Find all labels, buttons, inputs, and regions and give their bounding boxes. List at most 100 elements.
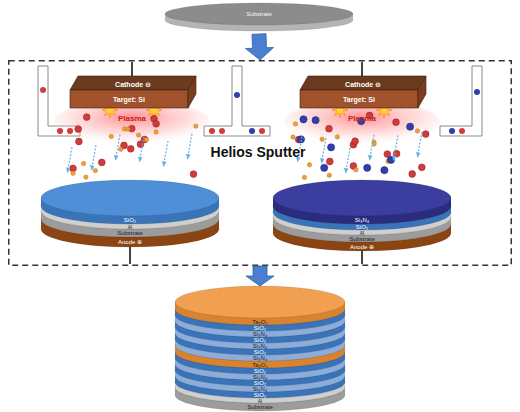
gas-particle [459, 128, 465, 134]
block-arrow [246, 34, 274, 60]
si-particle [320, 137, 324, 141]
si-particle [354, 168, 358, 172]
flux-arrow-head [138, 156, 143, 162]
ion-particle [422, 131, 429, 138]
si-particle [126, 127, 130, 131]
node-text: Target: Si [113, 96, 145, 103]
wafer-stack: SiO₂AlSubstrateAnode ⊕ [40, 180, 220, 250]
node-text: Si₃N₄ [253, 343, 268, 349]
cathode-side [188, 76, 196, 108]
si-particle [293, 122, 297, 126]
node-text: Target: Si [343, 96, 375, 103]
node-text: SiO₂ [254, 325, 266, 331]
gas-particle [449, 128, 455, 134]
node-text: SiO₂ [254, 380, 266, 386]
gas-particle [219, 128, 225, 134]
multilayer-stack: Ta₂O₅SiO₂Si₃N₄SiO₂Si₃N₄SiO₂Si₃N₄Ta₂O₅SiO… [174, 286, 346, 408]
cathode-rod [131, 62, 133, 78]
node-text: Anode ⊕ [350, 244, 374, 250]
cathode-side [418, 76, 426, 108]
flux-arrow-head [90, 165, 95, 171]
substrate-disk: Substrate [164, 2, 354, 34]
cathode-rod [361, 62, 363, 78]
sputter-chamber-frame: Helios Sputter Cathode ⊖ Target: Si SiO₂AlS… [8, 60, 512, 266]
si-particle [109, 134, 113, 138]
node-text: Anode ⊕ [118, 239, 142, 245]
flux-arrow [140, 136, 144, 158]
flux-arrow [188, 134, 192, 156]
cathode-top [300, 76, 426, 90]
flux-arrow [164, 141, 168, 163]
flux-arrow-head [66, 167, 71, 173]
node-text: Helios Sputter [211, 145, 306, 159]
node-text: Substrate [349, 236, 375, 242]
flux-arrow-head [344, 168, 349, 174]
flux-arrow-head [416, 152, 421, 158]
ion-particle [326, 158, 333, 165]
si-particle [307, 163, 311, 167]
gas-particle [474, 89, 480, 95]
node-text: Ta₂O₅ [252, 319, 268, 325]
plasma-label: Plasma [118, 115, 146, 123]
dashed-border [9, 61, 512, 266]
flux-arrow-head [186, 154, 191, 160]
flow-arrow [246, 34, 274, 60]
ion-particle [127, 145, 134, 152]
node-text: Al [360, 230, 364, 235]
node-text: Si₃N₄ [253, 355, 268, 361]
gas-particle [40, 87, 46, 93]
plasma-label: Plasma [348, 115, 376, 123]
layer-top [41, 180, 219, 216]
flux-arrow-head [368, 155, 373, 161]
si-particle [71, 171, 75, 175]
cathode-target: Cathode ⊖ Target: Si [70, 76, 196, 108]
node-text: Substrate [246, 11, 272, 17]
flux-arrow [418, 132, 422, 154]
node-shape [164, 2, 354, 34]
si-particle [84, 175, 88, 179]
flux-arrow-head [320, 158, 325, 164]
layer-top [175, 286, 345, 318]
flux-arrow [322, 138, 326, 160]
ion-particle [75, 126, 82, 133]
node-text: SiO₂ [254, 368, 266, 374]
wafer-stack: Si₃N₄SiO₂AlSubstrateAnode ⊕ [272, 180, 452, 252]
flux-arrow-head [392, 155, 397, 161]
flux-arrow [92, 145, 96, 167]
n-particle [300, 116, 307, 123]
gas-particle [259, 128, 265, 134]
si-particle [415, 129, 419, 133]
si-particle [335, 135, 339, 139]
block-arrow [246, 266, 274, 286]
flux-arrow [370, 135, 374, 157]
node-text: Cathode ⊖ [115, 80, 151, 87]
node-text: Si₃N₄ [253, 331, 268, 337]
n-particle [312, 117, 319, 124]
gas-particle [234, 92, 240, 98]
node-text: Ta₂O₅ [252, 362, 268, 368]
particle-group [40, 87, 480, 180]
ion-particle [83, 114, 90, 121]
si-particle [119, 147, 123, 151]
si-particle [194, 124, 198, 128]
n-particle [364, 164, 371, 171]
node-text: Si₃N₄ [253, 374, 268, 380]
si-particle [136, 133, 140, 137]
ion-particle [393, 119, 400, 126]
node-text: Cathode ⊖ [345, 80, 381, 87]
flow-arrow [246, 266, 274, 286]
layer-top [273, 180, 451, 216]
si-particle [327, 173, 331, 177]
si-particle [302, 175, 306, 179]
node-text: Al [128, 224, 132, 229]
layer-top [165, 3, 353, 25]
cathode-top [70, 76, 196, 90]
node-text: SiO₂ [254, 349, 266, 355]
node-text: Si₃N₄ [253, 386, 268, 392]
gas-particle [249, 128, 255, 134]
gas-particle [67, 128, 73, 134]
ion-particle [352, 138, 359, 145]
gas-particle [57, 128, 63, 134]
si-particle [93, 168, 97, 172]
node-text: Si₃N₄ [355, 217, 370, 223]
